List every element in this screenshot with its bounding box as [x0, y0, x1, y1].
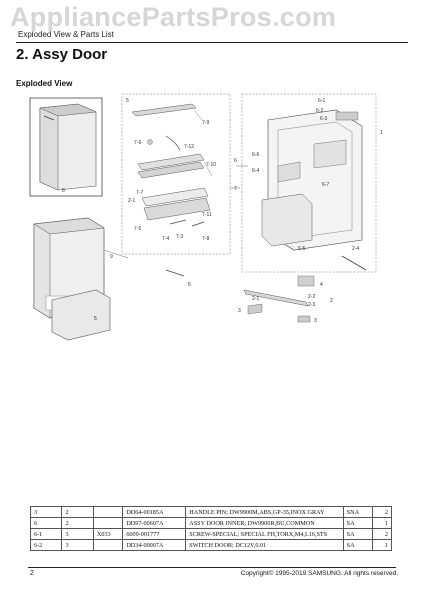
part-description: SCREW-SPECIAL; SPECIAL FH,TORX,M4,L16,ST… [185, 528, 344, 540]
header-bar: Exploded View & Parts List [16, 28, 408, 43]
callout-part-3b: 3 [314, 318, 317, 324]
callout-2-1b: 2-1 [252, 296, 259, 302]
hinge-parts: 5 2-1 2-2 2-3 2 4 3 3 [165, 269, 333, 324]
callout-2-1: 2-1 [128, 198, 135, 204]
callout-6-1: 6-1 [318, 98, 325, 104]
part-position: X033 [92, 528, 124, 540]
part-qty: 1 [372, 517, 392, 529]
dishwasher-overview: 8 [29, 97, 103, 197]
kick-plate: 5 [51, 289, 111, 341]
callout-6-2: 6-2 [316, 108, 323, 114]
part-position [92, 506, 124, 518]
part-status: SA [342, 539, 374, 551]
callout-2-2: 2-2 [308, 294, 315, 300]
part-description: SWITCH DOOR; DC12V,0.01 [185, 539, 344, 551]
callout-part-9b: 5 [94, 316, 97, 322]
footer-divider [28, 567, 396, 568]
part-code: DD34-00007A [122, 539, 187, 551]
part-level: 3 [61, 528, 94, 540]
part-code: DD97-00607A [122, 517, 187, 529]
callout-6-4: 6-4 [252, 168, 259, 174]
exploded-view-svg: 8 9 5 5 7 7-9 7-6 7-12 [29, 93, 383, 341]
copyright-notice: Copyright© 1995-2019 SAMSUNG. All rights… [240, 570, 398, 577]
callout-7-6: 7-6 [134, 140, 141, 146]
callout-6-6: 6-6 [252, 152, 259, 158]
callout-7-11: 7-11 [202, 212, 212, 218]
header-text: Exploded View & Parts List [18, 30, 114, 39]
callout-2: 2 [330, 298, 333, 304]
part-level: 2 [61, 517, 94, 529]
part-position [92, 517, 124, 529]
part-position [92, 539, 124, 551]
part-qty: 1 [372, 539, 392, 551]
section-title: 2. Assy Door [16, 46, 108, 63]
part-level: 3 [61, 539, 94, 551]
part-qty: 2 [372, 528, 392, 540]
exploded-view-diagram: 8 9 5 5 7 7-9 7-6 7-12 [16, 90, 408, 440]
inner-door-group: 6 1 6-1 6-2 6-3 6-6 6-4 6-7 6-5 2-4 [234, 93, 383, 273]
callout-7-8: 7-8 [202, 236, 209, 242]
part-description: HANDLE PIN; DW9900M,ABS,GP-35,INOX GRAY [185, 506, 344, 518]
page-number: 2 [30, 570, 34, 577]
callout-7-5: 7-5 [134, 226, 141, 232]
part-number: 6 [29, 517, 63, 529]
callout-7-4: 7-4 [162, 236, 169, 242]
part-number: 6-2 [29, 539, 63, 551]
part-number: 6-1 [29, 528, 63, 540]
part-status: SNA [342, 506, 374, 518]
part-code: 6009-001777 [122, 528, 187, 540]
table-row: 6-1 3 X033 6009-001777 SCREW-SPECIAL; SP… [29, 528, 392, 540]
callout-7: 7 [234, 186, 237, 192]
callout-6-7: 6-7 [322, 182, 329, 188]
callout-7-10: 7-10 [206, 162, 216, 168]
callout-7-3: 7-3 [176, 234, 183, 240]
table-row: 3 2 DD64-00185A HANDLE PIN; DW9900M,ABS,… [29, 506, 392, 518]
exploded-view-title: Exploded View [16, 79, 73, 88]
callout-7-12: 7-12 [184, 144, 194, 150]
part-level: 2 [61, 506, 94, 518]
part-description: ASSY DOOR INNER; DW9900R,BU,COMMON [185, 517, 344, 529]
callout-9: 9 [110, 254, 113, 260]
part-number: 3 [29, 506, 63, 518]
callout-5: 5 [126, 98, 129, 104]
callout-6: 6 [234, 158, 237, 164]
part-status: SA [342, 517, 374, 529]
watermark: AppliancePartsPros.com [10, 2, 337, 32]
callout-4: 4 [320, 282, 323, 288]
callout-8: 8 [62, 188, 65, 194]
callout-6-5: 6-5 [298, 246, 305, 252]
callout-6-3: 6-3 [320, 116, 327, 122]
callout-7-7: 7-7 [136, 190, 143, 196]
parts-table: 3 2 DD64-00185A HANDLE PIN; DW9900M,ABS,… [29, 506, 392, 551]
callout-lower-5: 5 [188, 282, 191, 288]
table-row: 6 2 DD97-00607A ASSY DOOR INNER; DW9900R… [29, 517, 392, 529]
callout-7-9: 7-9 [202, 120, 209, 126]
part-code: DD64-00185A [122, 506, 187, 518]
callout-3: 3 [238, 308, 241, 314]
handle-assy-group: 5 7 7-9 7-6 7-12 7-10 7-7 2-1 7-11 7-5 7… [121, 93, 240, 255]
part-status: SA [342, 528, 374, 540]
table-row: 6-2 3 DD34-00007A SWITCH DOOR; DC12V,0.0… [29, 539, 392, 551]
callout-2-3: 2-3 [308, 302, 315, 308]
callout-2-4: 2-4 [352, 246, 359, 252]
callout-1: 1 [380, 130, 383, 136]
part-qty: 2 [372, 506, 392, 518]
